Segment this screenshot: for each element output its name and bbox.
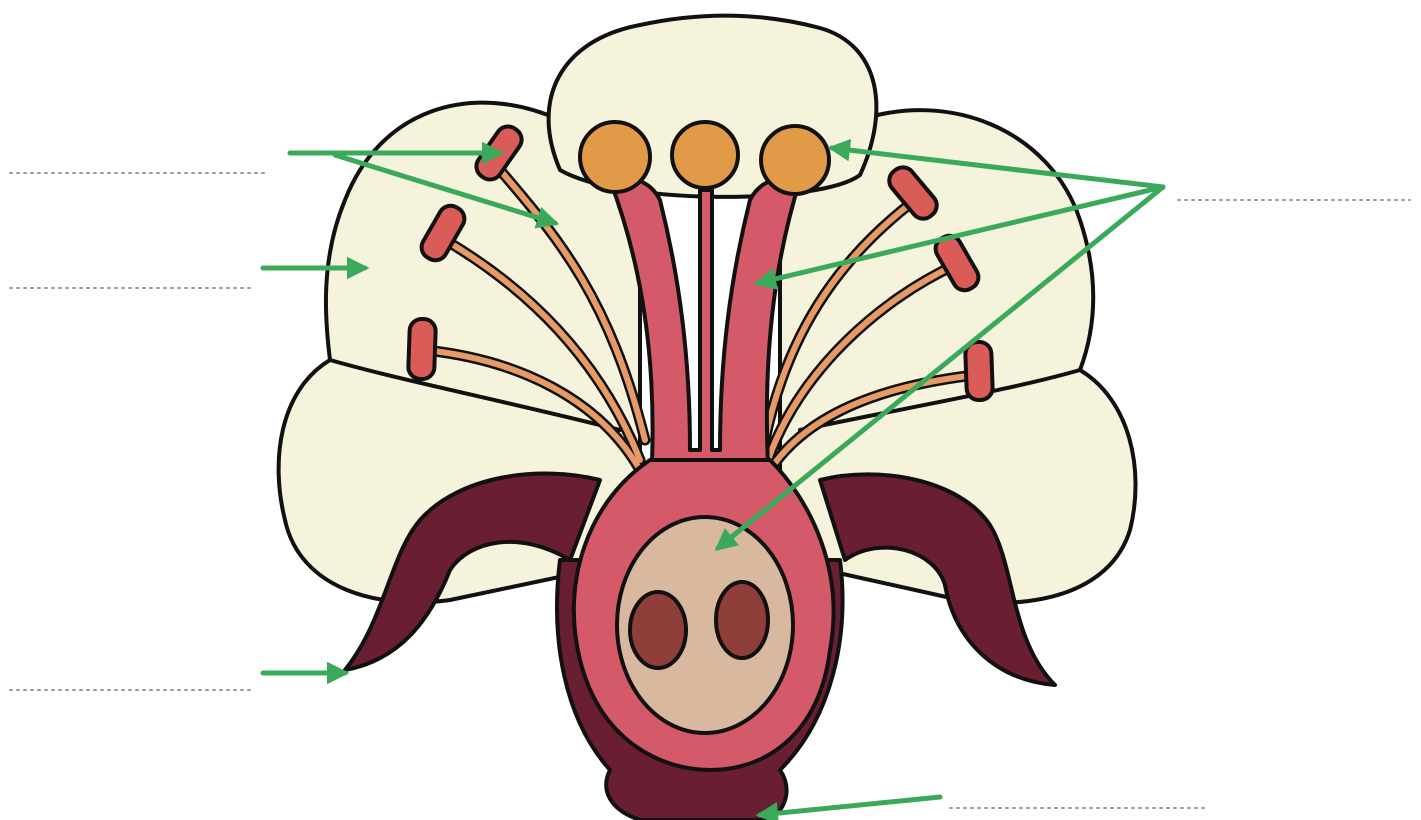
ovule-left (630, 592, 686, 668)
anther-3 (408, 319, 436, 380)
ovule-right (716, 582, 768, 658)
stigma-middle (672, 122, 738, 188)
stigma-left (580, 122, 650, 192)
anther-6 (965, 342, 993, 401)
stigma-right (761, 126, 829, 194)
